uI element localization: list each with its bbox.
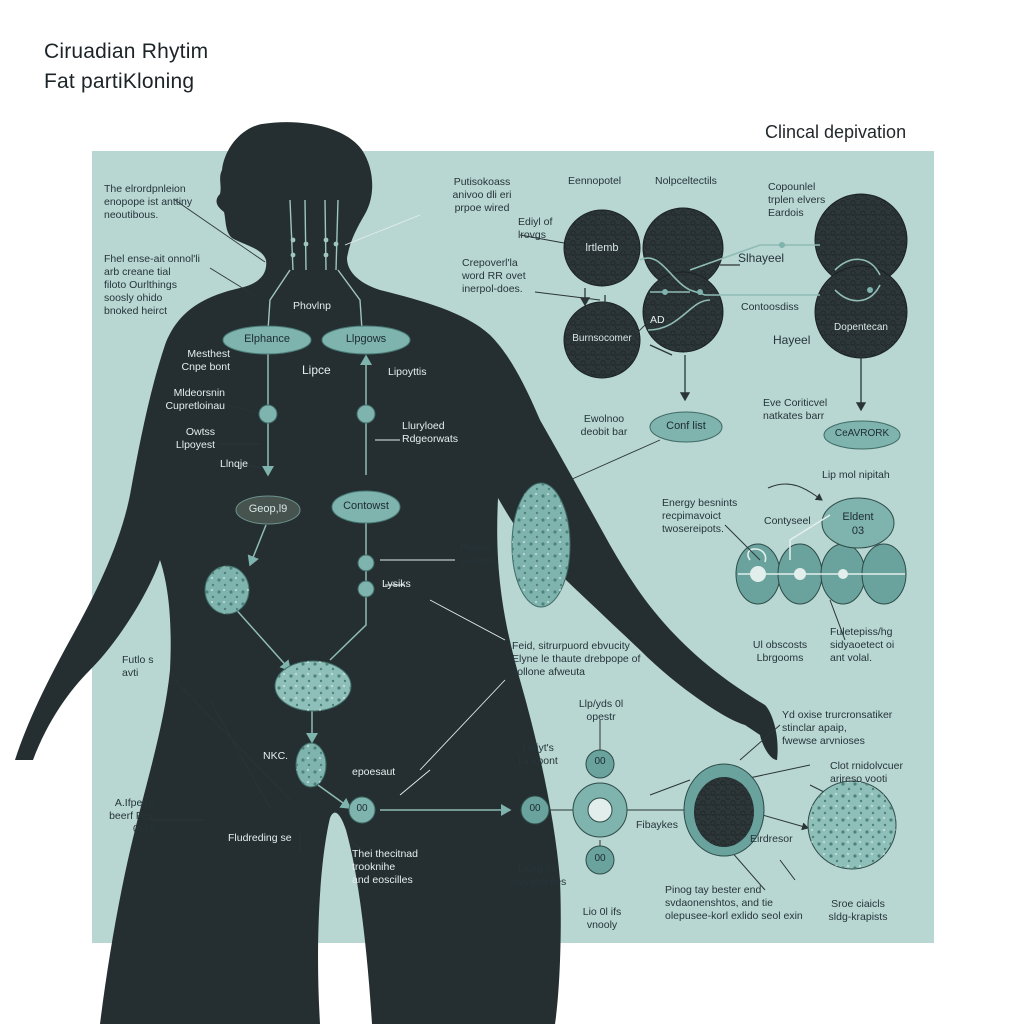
human-silhouette [15,122,778,1024]
node-contowst-label: Contowst [343,500,389,512]
neck-vessels [267,199,363,331]
label-l7: Putisokoass anivoo dli eri prpoe wired [452,176,512,214]
section-heading: Clincal depivation [765,122,907,142]
node-body-label: 00 [356,803,368,814]
label-r4: Slhayeel [738,251,785,265]
label-l21: epoesaut [352,766,396,778]
label-l22: Feid, sitrurpuord ebvucity Elyne le thau… [512,640,641,678]
label-l10: Phovlnp [293,300,331,312]
label-r7: AD [650,314,665,326]
label-r8: Ewolnoo deobit bar [580,413,628,438]
label-r2: Nolpceltectils [655,175,717,187]
label-r3: Copounlel trplen elvers Eardois [768,181,826,219]
node-conf-list [649,411,723,443]
label-l14: Plistter fnostors [460,542,498,567]
label-r18: Llyng thr tovsgeontes [509,863,567,888]
label-r11: Energy besnints recpimavoict twosereipot… [662,497,738,535]
label-r12: Contyseel [764,515,811,527]
label-l9: Crepoverl'la word RR ovet inerpol-does. [462,257,526,295]
node-lipgows [321,325,411,355]
label-r16: Lipiyt's Linkpont [518,742,558,767]
node-dopentecan-label: Dopentecan [834,322,888,333]
node-bottom-label: 00 [594,853,606,864]
node-capavrork-label: CeAVRORK [834,428,890,439]
label-r9: Eve Coriticvel natkates barr [763,397,828,422]
label-r15: Llp/yds 0l opestr [578,698,624,723]
node-ephance-label: Elphance [244,333,290,345]
label-r24: Sroe ciaicls sldg-krapists [828,898,888,923]
label-l2: Fhel ense-ait onnol'li arb creane tial f… [104,253,200,317]
label-l11: Lipce [302,363,331,377]
label-r17: Fibaykes [636,819,679,831]
node-left-label: 00 [529,803,541,814]
diagram-title-line2: Fat partiKloning [44,70,195,93]
label-r10: Lip mol nipitah [822,469,890,481]
label-l13: Lluryloed Rdgeorwats [402,420,459,445]
label-l1: The elrordpnleion enopope ist anttiny ne… [104,183,193,221]
node-elgdent-label: Eldent 03 [842,511,874,537]
node-fermb-label: lrtlemb [585,242,619,254]
label-r6: Hayeel [773,333,811,347]
label-r5: Contoosdiss [741,301,799,313]
label-l17: NKC. [263,750,289,762]
label-l16: Futlo s avti [122,654,154,679]
label-r14: Fuletepiss/hg sidyaoetect oi ant volal. [830,626,895,664]
label-r13: Ul obscosts Lbrgooms [752,639,808,664]
node-top-label: 00 [594,756,606,767]
node-capavrork [823,420,901,450]
label-l12: Lipoyttis [388,366,427,378]
node-geop-label: Geop,l9 [248,503,288,515]
label-l20: Thei thecitnad trooknihe and eoscilles [352,848,418,886]
label-r20: Yd oxise trurcronsatiker stinclar apaip,… [782,709,893,747]
label-l3: Mesthest Cnpe bont [181,348,230,373]
node-ephance [222,325,312,355]
diagram-title-line1: Ciruadian Rhytim [44,40,209,63]
label-l15: Lysiks [382,578,411,590]
label-r22: Eirdresor [750,833,793,845]
label-r21: Clot rnidolvcuer arireso vooti [830,760,903,785]
label-l8: Ediyl of lrovgs [518,216,553,241]
node-geop [235,495,301,525]
label-l19: Fludreding se [228,832,292,844]
node-lipgows-label: Llpgows [345,333,387,345]
label-r19: Lio 0l ifs vnooly [582,906,622,931]
node-conf-list-label: Conf list [666,420,706,432]
label-l4: Mldeorsnin Cupretloinau [165,387,225,412]
label-l18: A.Ifpeop beerf Feir 0)47 [109,797,154,835]
label-r23: Pinog tay bester end svdaonenshtos, and … [665,884,803,922]
label-l6: Llnqje [220,458,249,470]
label-l5: Owtss Llpoyest [175,426,215,451]
label-r1: Eennopotel [568,175,622,187]
node-burnsocomer-label: Burnsocomer [572,333,632,344]
node-contowst [331,490,401,524]
cell-cluster-top [563,193,908,379]
